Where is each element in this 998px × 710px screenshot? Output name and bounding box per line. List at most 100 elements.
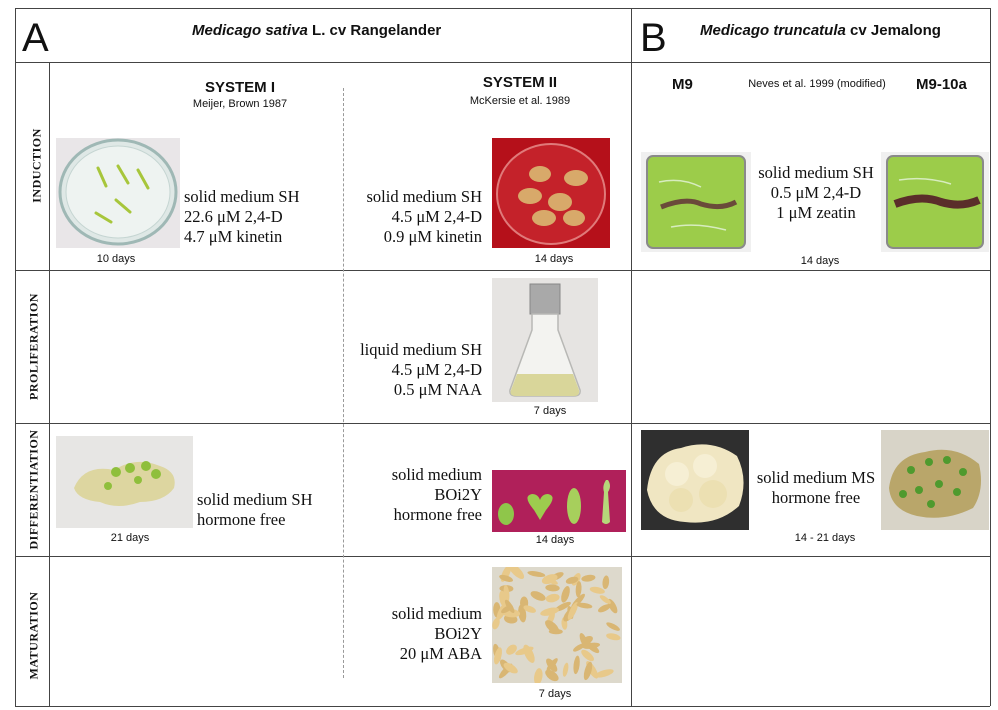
medium-proliferation-system2: liquid medium SH 4.5 μM 2,4-D 0.5 μM NAA bbox=[330, 340, 482, 400]
medium-line: 4.7 μM kinetin bbox=[184, 227, 283, 246]
embryo-shape bbox=[541, 574, 558, 585]
medium-differentiation-panel-b: solid medium MS hormone free bbox=[746, 468, 886, 508]
panel-a-title: Medicago sativa L. cv Rangelander bbox=[192, 22, 441, 39]
medium-line: 4.5 μM 2,4-D bbox=[391, 207, 482, 226]
row-label-induction: INDUCTION bbox=[29, 128, 44, 203]
embryo-shape bbox=[583, 661, 593, 681]
medium-line: BOi2Y bbox=[434, 624, 482, 643]
photo-proliferation-flask bbox=[492, 278, 598, 402]
embryo-shape bbox=[545, 669, 559, 682]
embryo-shape bbox=[527, 571, 546, 577]
medium-line: liquid medium SH bbox=[360, 340, 482, 359]
frame-top bbox=[15, 8, 990, 9]
system-1-heading: SYSTEM I bbox=[204, 79, 275, 96]
embryo-shape bbox=[515, 646, 534, 656]
photo-induction-m9 bbox=[641, 152, 751, 252]
medium-induction-system2: solid medium SH 4.5 μM 2,4-D 0.9 μM kine… bbox=[330, 187, 482, 247]
medium-line: 22.6 μM 2,4-D bbox=[184, 207, 283, 226]
medium-line: solid medium SH bbox=[184, 187, 300, 206]
embryo-shape bbox=[545, 620, 560, 634]
embryo-shape bbox=[579, 633, 588, 647]
medium-differentiation-system1: solid medium SH hormone free bbox=[197, 490, 313, 530]
medium-line: 0.9 μM kinetin bbox=[383, 227, 482, 246]
medium-line: solid medium MS bbox=[756, 468, 876, 487]
embryo-shape bbox=[581, 574, 596, 582]
row-label-divider bbox=[49, 62, 50, 706]
row-label-maturation: MATURATION bbox=[26, 591, 41, 680]
embryo-shape bbox=[540, 607, 559, 616]
medium-line: hormone free bbox=[771, 488, 861, 507]
m9-10a-plate-image bbox=[886, 155, 984, 249]
embryo-shape bbox=[492, 617, 500, 630]
medium-line: solid medium SH bbox=[366, 187, 482, 206]
embryos-image bbox=[498, 480, 610, 525]
embryo-shape bbox=[494, 647, 502, 665]
photo-induction-m9-10a bbox=[881, 152, 989, 252]
line-reference: Neves et al. 1999 (modified) bbox=[748, 78, 886, 90]
medium-line: solid medium SH bbox=[758, 163, 874, 182]
medium-line: solid medium SH bbox=[197, 490, 313, 509]
panel-b-letter: B bbox=[640, 16, 667, 60]
medium-differentiation-system2: solid medium BOi2Y hormone free bbox=[330, 465, 482, 525]
photo-differentiation-m9-10a bbox=[881, 430, 989, 530]
medium-line: 0.5 μM NAA bbox=[393, 380, 482, 399]
embryo-shape bbox=[573, 655, 580, 675]
system-2-reference: McKersie et al. 1989 bbox=[469, 95, 571, 107]
m9-10a-callus-image bbox=[889, 449, 981, 518]
medium-line: BOi2Y bbox=[434, 485, 482, 504]
embryo-shape bbox=[589, 586, 605, 594]
panel-divider bbox=[631, 8, 632, 706]
embryo-shape bbox=[523, 605, 536, 613]
photo-differentiation-embryos bbox=[492, 470, 626, 532]
photo-maturation-embryos bbox=[492, 567, 622, 683]
header-line bbox=[15, 62, 990, 63]
red-dish-image bbox=[496, 143, 606, 245]
medium-line: 20 μM ABA bbox=[399, 644, 482, 663]
medium-line: solid medium bbox=[391, 465, 482, 484]
embryo-shape bbox=[582, 642, 601, 649]
photo-differentiation-system1-callus bbox=[56, 436, 193, 528]
embryo-shape bbox=[508, 567, 525, 579]
embryo-shape bbox=[545, 584, 560, 592]
days-induction-system1: 10 days bbox=[96, 253, 136, 265]
panel-b-title: Medicago truncatula cv Jemalong bbox=[700, 22, 941, 39]
mature-embryos-image bbox=[492, 567, 621, 683]
photo-induction-system1-petri-dish bbox=[56, 138, 180, 248]
frame-left bbox=[15, 8, 16, 706]
embryo-shape bbox=[598, 604, 611, 613]
medium-maturation-system2: solid medium BOi2Y 20 μM ABA bbox=[330, 604, 482, 664]
embryo-shape bbox=[576, 602, 593, 609]
line-m9-heading: M9 bbox=[672, 76, 693, 93]
panel-b-title-species: Medicago truncatula bbox=[700, 22, 846, 39]
medium-line: hormone free bbox=[393, 505, 482, 524]
embryo-shape bbox=[606, 622, 620, 631]
embryo-shape bbox=[594, 669, 614, 678]
system-1-reference: Meijer, Brown 1987 bbox=[192, 98, 288, 110]
row-line-2 bbox=[15, 423, 990, 424]
days-induction-panel-b: 14 days bbox=[800, 255, 840, 267]
photo-induction-system2-red-dish bbox=[492, 138, 610, 248]
embryo-shape bbox=[534, 668, 543, 683]
m9-callus-image bbox=[647, 444, 744, 523]
embryo-shape bbox=[545, 593, 560, 603]
days-differentiation-system1: 21 days bbox=[110, 532, 150, 544]
embryo-shape bbox=[581, 649, 594, 662]
days-differentiation-system2: 14 days bbox=[535, 534, 575, 546]
panel-a-letter: A bbox=[22, 16, 49, 60]
row-label-differentiation: DIFFERENTIATION bbox=[26, 429, 41, 550]
embryo-shape bbox=[575, 581, 582, 598]
frame-right bbox=[990, 8, 991, 706]
panel-a-title-species: Medicago sativa bbox=[192, 22, 308, 39]
line-m9-10a-heading: M9-10a bbox=[916, 76, 967, 93]
embryo-shape bbox=[546, 658, 558, 671]
system-2-heading: SYSTEM II bbox=[482, 74, 558, 91]
row-line-3 bbox=[15, 556, 990, 557]
embryo-shape bbox=[561, 586, 570, 603]
medium-line: 0.5 μM 2,4-D bbox=[770, 183, 862, 202]
photo-differentiation-m9 bbox=[641, 430, 749, 530]
embryo-shape bbox=[530, 591, 546, 601]
embryo-shape bbox=[506, 644, 517, 655]
days-maturation-system2: 7 days bbox=[538, 688, 572, 700]
petri-dish-image bbox=[58, 138, 178, 246]
medium-line: solid medium bbox=[391, 604, 482, 623]
